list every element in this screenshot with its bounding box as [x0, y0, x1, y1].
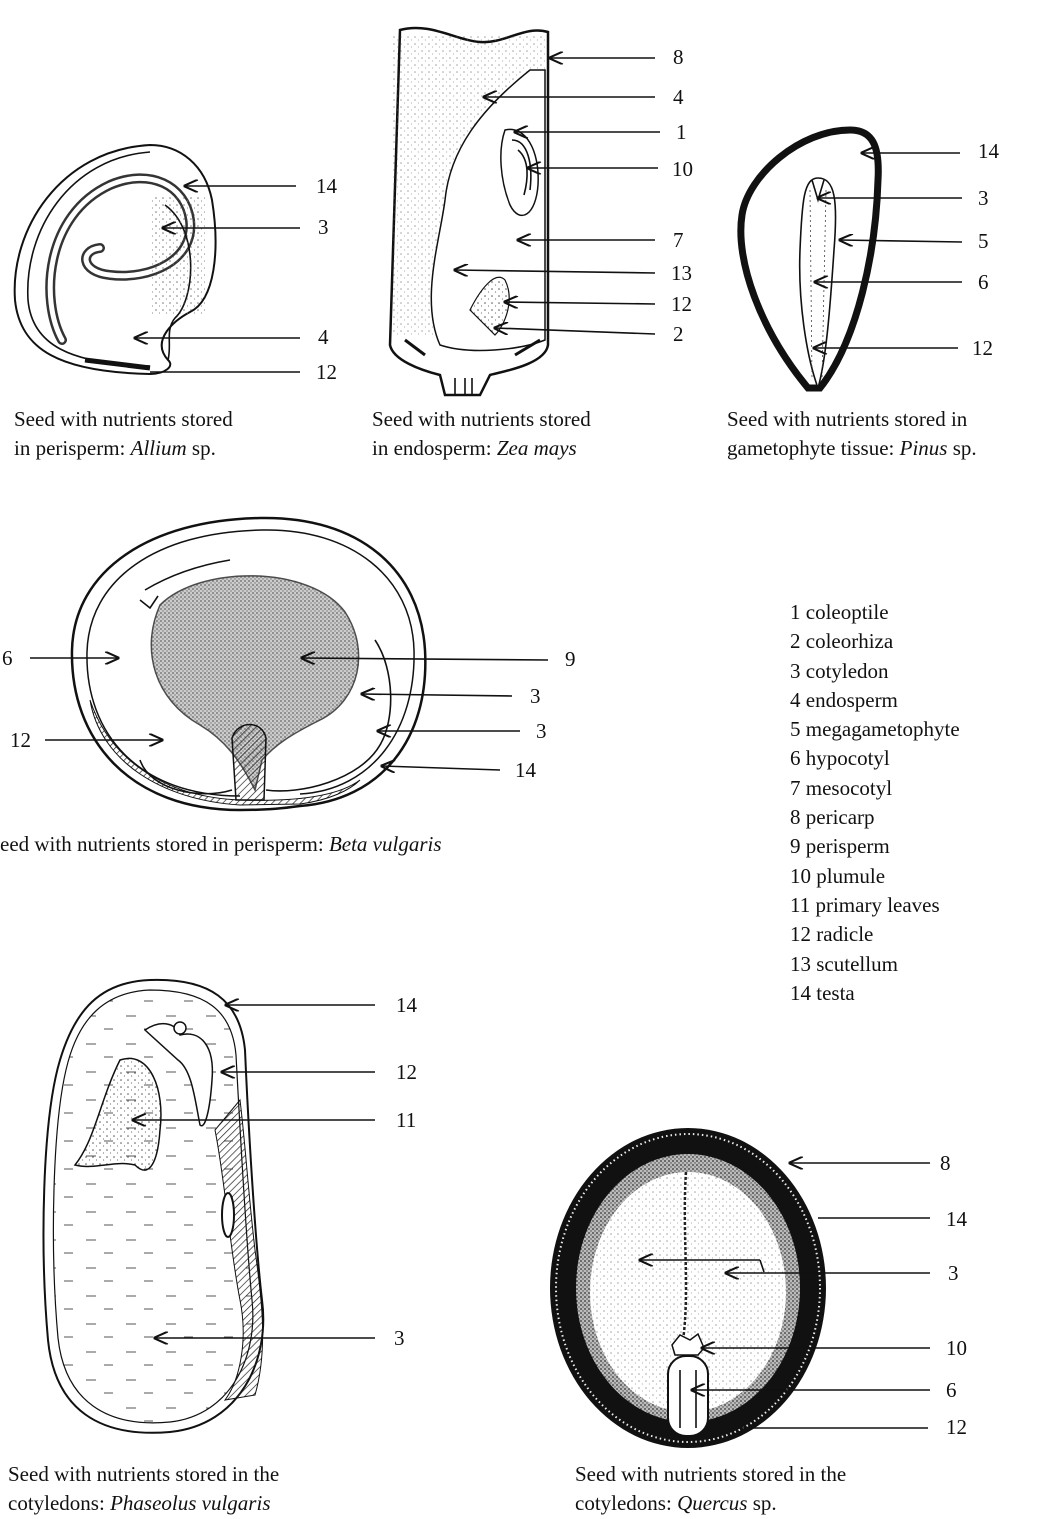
- phaseolus-label-3: 11: [396, 1108, 416, 1132]
- pinus-label-3: 5: [978, 229, 989, 253]
- allium-seed-drawing: [15, 145, 216, 374]
- pinus-label-1: 14: [978, 139, 1000, 163]
- legend-item: 2 coleorhiza: [790, 627, 960, 656]
- caption-quercus-species: Quercus: [677, 1491, 747, 1515]
- beta-label-4: 3: [530, 684, 541, 708]
- zea-label-3: 1: [676, 120, 687, 144]
- beta-label-5: 3: [536, 719, 547, 743]
- quercus-label-4: 10: [946, 1336, 967, 1360]
- phaseolus-label-4: 3: [394, 1326, 405, 1350]
- zea-label-8: 2: [673, 322, 684, 346]
- caption-zea-species: Zea mays: [497, 436, 577, 460]
- quercus-label-2: 14: [946, 1207, 968, 1231]
- zea-label-2: 4: [673, 85, 684, 109]
- pinus-seed-drawing: [741, 130, 878, 388]
- pinus-label-4: 6: [978, 270, 989, 294]
- legend-item: 13 scutellum: [790, 950, 960, 979]
- allium-label-4: 12: [316, 360, 337, 384]
- zea-label-1: 8: [673, 45, 684, 69]
- beta-label-1: 6: [2, 646, 13, 670]
- zea-label-6: 13: [671, 261, 692, 285]
- phaseolus-label-1: 14: [396, 993, 418, 1017]
- caption-pinus-suffix: sp.: [947, 436, 976, 460]
- caption-quercus-suffix: sp.: [747, 1491, 776, 1515]
- quercus-label-3: 3: [948, 1261, 959, 1285]
- zea-label-4: 10: [672, 157, 693, 181]
- allium-label-1: 14: [316, 174, 338, 198]
- allium-label-2: 3: [318, 215, 329, 239]
- legend-item: 6 hypocotyl: [790, 744, 960, 773]
- zea-label-7: 12: [671, 292, 692, 316]
- legend-item: 10 plumule: [790, 862, 960, 891]
- legend-item: 3 cotyledon: [790, 657, 960, 686]
- caption-pinus-species: Pinus: [900, 436, 948, 460]
- allium-label-3: 4: [318, 325, 329, 349]
- legend-item: 4 endosperm: [790, 686, 960, 715]
- caption-phaseolus-species: Phaseolus vulgaris: [110, 1491, 270, 1515]
- legend-item: 12 radicle: [790, 920, 960, 949]
- caption-beta-species: Beta vulgaris: [329, 832, 442, 856]
- quercus-label-5: 6: [946, 1378, 957, 1402]
- legend-item: 5 megagametophyte: [790, 715, 960, 744]
- beta-label-6: 14: [515, 758, 537, 782]
- zea-label-5: 7: [673, 228, 684, 252]
- caption-beta-text: eed with nutrients stored in perisperm:: [0, 832, 329, 856]
- caption-beta: eed with nutrients stored in perisperm: …: [0, 830, 442, 859]
- beta-label-3: 9: [565, 647, 576, 671]
- phaseolus-seed-drawing: [44, 980, 264, 1433]
- caption-pinus: Seed with nutrients stored in gametophyt…: [727, 405, 977, 463]
- legend-item: 11 primary leaves: [790, 891, 960, 920]
- beta-seed-drawing: [72, 518, 425, 810]
- caption-zea: Seed with nutrients stored in endosperm:…: [372, 405, 591, 463]
- caption-allium-species: Allium: [131, 436, 187, 460]
- quercus-label-1: 8: [940, 1151, 951, 1175]
- legend: 1 coleoptile 2 coleorhiza 3 cotyledon 4 …: [790, 598, 960, 1008]
- pinus-label-5: 12: [972, 336, 993, 360]
- legend-item: 7 mesocotyl: [790, 774, 960, 803]
- phaseolus-label-2: 12: [396, 1060, 417, 1084]
- caption-quercus: Seed with nutrients stored in the cotyle…: [575, 1460, 846, 1518]
- caption-allium: Seed with nutrients stored in perisperm:…: [14, 405, 233, 463]
- zea-seed-drawing: [390, 28, 548, 395]
- caption-allium-suffix: sp.: [187, 436, 216, 460]
- caption-phaseolus: Seed with nutrients stored in the cotyle…: [8, 1460, 279, 1518]
- pinus-label-2: 3: [978, 186, 989, 210]
- legend-item: 14 testa: [790, 979, 960, 1008]
- legend-item: 8 pericarp: [790, 803, 960, 832]
- beta-label-2: 12: [10, 728, 31, 752]
- legend-item: 1 coleoptile: [790, 598, 960, 627]
- quercus-seed-drawing: [550, 1128, 826, 1448]
- quercus-label-6: 12: [946, 1415, 967, 1439]
- legend-item: 9 perisperm: [790, 832, 960, 861]
